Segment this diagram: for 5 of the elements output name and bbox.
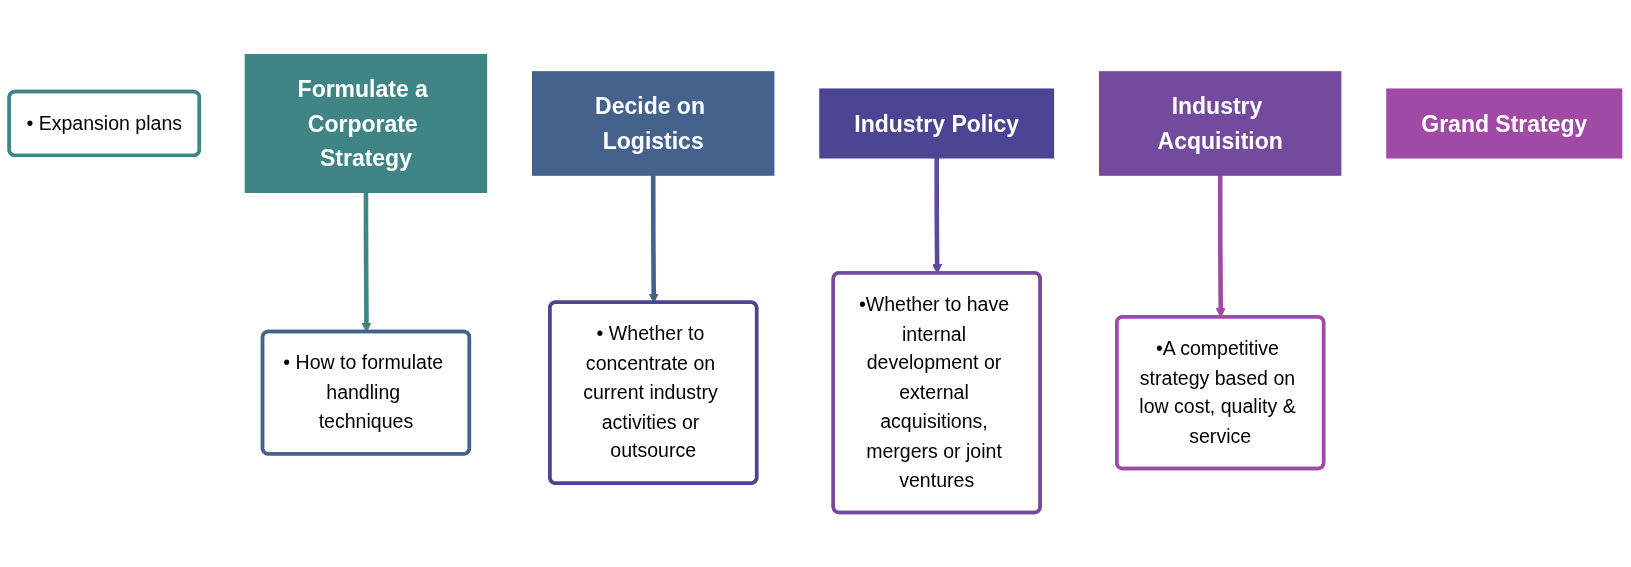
node-box: Industry Policy: [819, 88, 1055, 159]
node-box: Grand Strategy: [1386, 88, 1623, 159]
node-box: Decide on Logistics: [532, 71, 775, 176]
node-box: Formulate a Corporate Strategy: [244, 53, 488, 193]
node-box: Industry Acquisition: [1098, 71, 1342, 176]
